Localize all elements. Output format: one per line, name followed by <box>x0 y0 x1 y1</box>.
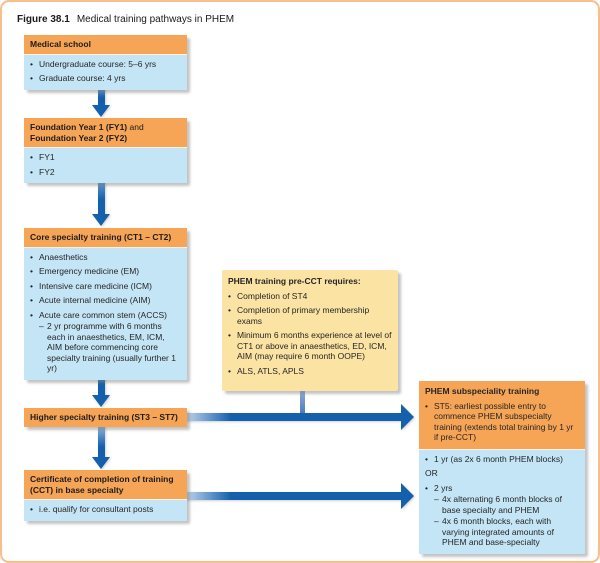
arrow-head-icon <box>401 483 414 509</box>
figure-label: Figure 38.1 <box>17 14 70 25</box>
list-item: Anaesthetics <box>30 252 181 263</box>
box-core-specialty: Core specialty training (CT1 – CT2) Anae… <box>24 228 187 380</box>
box-medical-school-header: Medical school <box>24 35 187 55</box>
figure-caption: Medical training pathways in PHEM <box>76 14 235 25</box>
list-item: ALS, ATLS, APLS <box>228 366 392 377</box>
box-phem-subspec-header-section: PHEM subspeciality training ST5: earlies… <box>419 381 585 450</box>
arrow-head-icon <box>401 404 414 430</box>
box-foundation-body: FY1 FY2 <box>24 148 187 184</box>
down-arrow-higher-to-cct <box>92 426 110 469</box>
box-cct: Certificate of completion of training (C… <box>24 470 187 521</box>
box-medical-school: Medical school Undergraduate course: 5–6… <box>24 35 187 90</box>
list-subitem: 2 yr programme with 6 months each in ana… <box>30 321 181 374</box>
arrow-head-icon <box>92 105 110 117</box>
arrow-shaft <box>97 82 105 106</box>
list-item: Emergency medicine (EM) <box>30 266 181 277</box>
box-core-header: Core specialty training (CT1 – CT2) <box>24 228 187 248</box>
box-phem-subspec-header: PHEM subspeciality training <box>425 386 540 396</box>
box-phem-pre-cct: PHEM training pre-CCT requires: Completi… <box>222 270 398 391</box>
down-arrow-medical-to-foundation <box>92 82 110 117</box>
box-phem-subspeciality: PHEM subspeciality training ST5: earlies… <box>419 381 585 554</box>
arrow-shaft <box>97 172 105 215</box>
list-item: Undergraduate course: 5–6 yrs <box>30 59 181 70</box>
down-arrow-foundation-to-core <box>92 172 110 226</box>
right-arrow-higher-to-phem <box>183 404 414 430</box>
arrow-shaft <box>97 426 105 458</box>
box-cct-header: Certificate of completion of training (C… <box>24 470 187 501</box>
list-item: FY1 <box>30 152 181 163</box>
foundation-header-bold2: Foundation Year 2 (FY2) <box>30 132 128 143</box>
list-item: Completion of primary membership exams <box>228 305 392 326</box>
or-label: OR <box>425 468 438 479</box>
list-item: Graduate course: 4 yrs <box>30 73 181 84</box>
arrow-shaft <box>183 413 401 421</box>
box-foundation-years: Foundation Year 1 (FY1) and Foundation Y… <box>24 118 187 184</box>
list-item: Minimum 6 months experience at level of … <box>228 330 392 362</box>
list-item: Acute internal medicine (AIM) <box>30 295 181 306</box>
list-item: Completion of ST4 <box>228 291 392 302</box>
figure-title: Figure 38.1 Medical training pathways in … <box>17 14 234 25</box>
list-item: 2 yrs <box>425 483 579 494</box>
list-subitem: 4x 6 month blocks, each with varying int… <box>425 516 579 548</box>
list-item: i.e. qualify for consultant posts <box>30 504 181 515</box>
box-core-body: Anaesthetics Emergency medicine (EM) Int… <box>24 247 187 380</box>
list-subitem: 4x alternating 6 month blocks of base sp… <box>425 494 579 515</box>
foundation-header-and: and <box>127 122 144 132</box>
box-higher-specialty: Higher specialty training (ST3 – ST7) <box>24 408 187 427</box>
box-phem-pre-cct-header: PHEM training pre-CCT requires: <box>228 276 361 286</box>
foundation-header-bold1: Foundation Year 1 (FY1) <box>30 122 128 132</box>
arrow-shaft <box>183 492 401 500</box>
list-item: Acute care common stem (ACCS) <box>30 310 181 321</box>
list-item: 1 yr (as 2x 6 month PHEM blocks) <box>425 454 579 465</box>
right-arrow-cct-to-phem <box>183 483 414 509</box>
box-cct-body: i.e. qualify for consultant posts <box>24 500 187 521</box>
arrow-head-icon <box>92 214 110 226</box>
box-medical-school-body: Undergraduate course: 5–6 yrs Graduate c… <box>24 54 187 90</box>
box-higher-header: Higher specialty training (ST3 – ST7) <box>24 408 187 427</box>
list-item: FY2 <box>30 167 181 178</box>
box-foundation-header: Foundation Year 1 (FY1) and Foundation Y… <box>24 118 187 149</box>
list-item: Intensive care medicine (ICM) <box>30 281 181 292</box>
arrow-head-icon <box>92 457 110 469</box>
arrow-head-icon <box>92 395 110 407</box>
list-item: ST5: earliest possible entry to commence… <box>425 401 579 443</box>
connector-note-to-arrow <box>300 382 305 413</box>
box-phem-subspec-body: 1 yr (as 2x 6 month PHEM blocks) OR 2 yr… <box>419 449 585 554</box>
